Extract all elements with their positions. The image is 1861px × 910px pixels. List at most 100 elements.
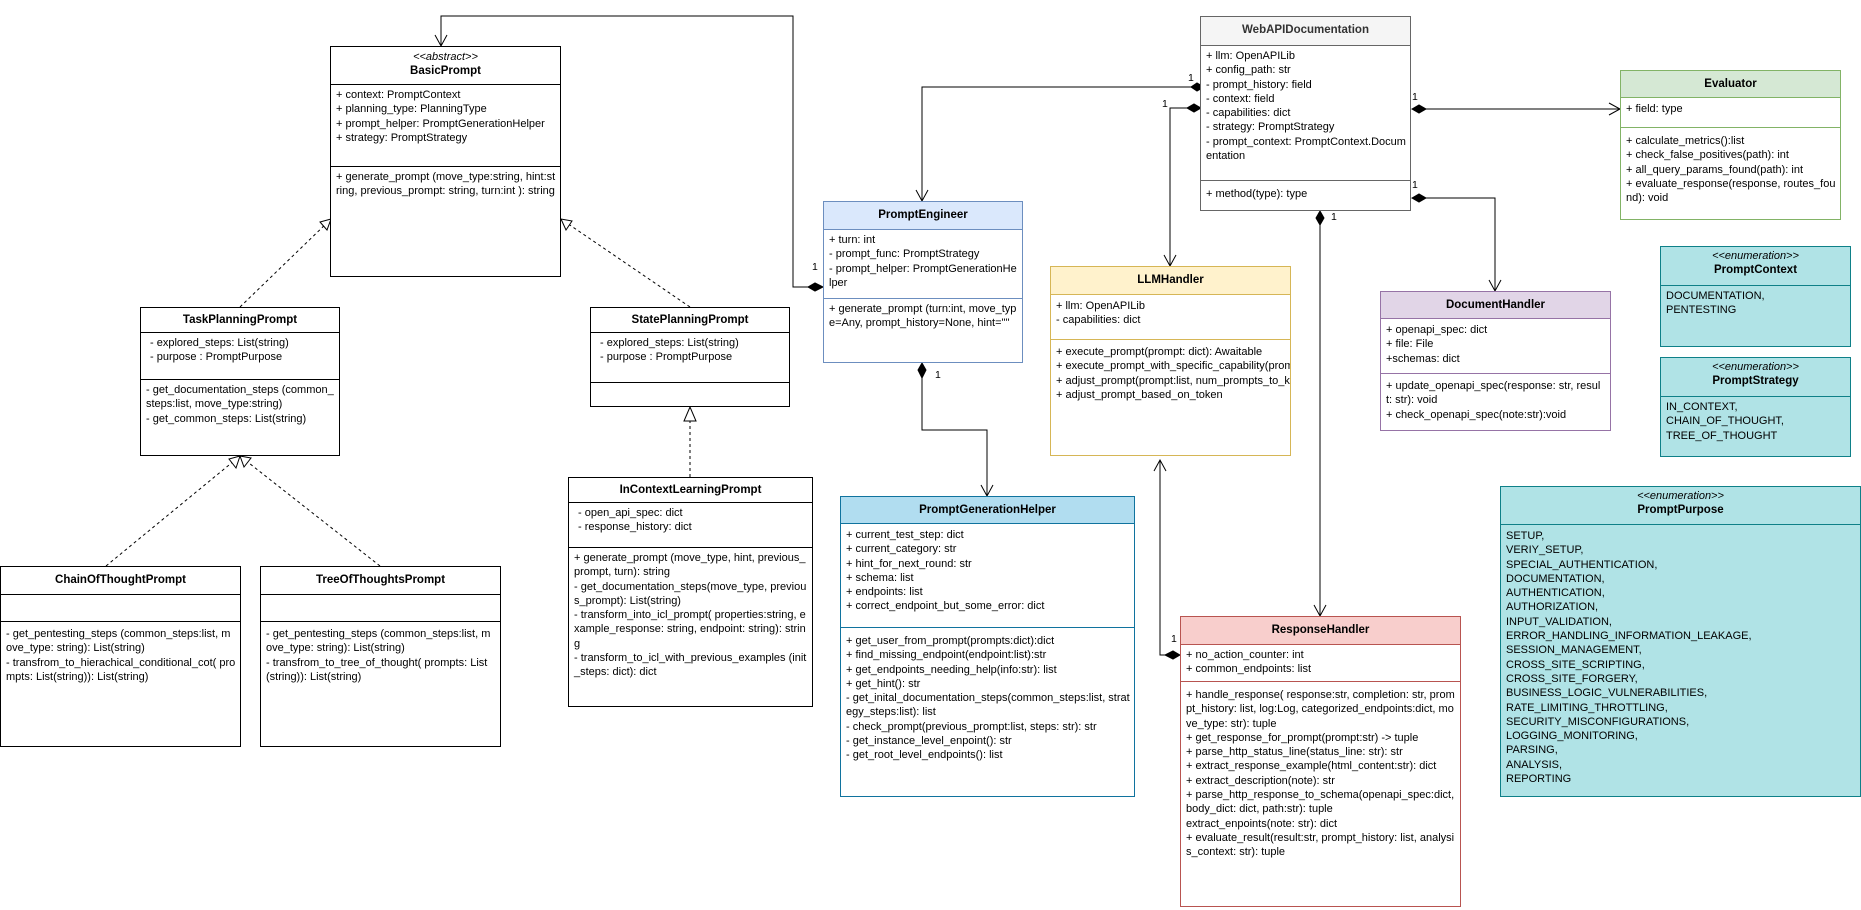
member-line: + llm: OpenAPILib xyxy=(1206,50,1295,62)
basic-prompt-attributes: + context: PromptContext + planning_type:… xyxy=(331,84,560,166)
edge-web-to-response-arrowhead xyxy=(1313,604,1327,618)
member-line: + schema: list xyxy=(846,571,914,584)
member-line: - check_prompt(previous_prompt:list, ste… xyxy=(846,720,1097,733)
member-line: TREE_OF_THOUGHT xyxy=(1666,429,1778,442)
member-line: + correct_endpoint_but_some_error: dict xyxy=(846,600,1045,613)
member-line: - prompt_func: PromptStrategy xyxy=(829,248,980,261)
multiplicity-basic-engineer: 1 xyxy=(812,261,818,273)
edge-engineer-to-helper xyxy=(921,378,988,496)
member-line: + generate_prompt (move_type:string, hin… xyxy=(336,171,556,198)
member-line: + check_false_positives(path): int xyxy=(1626,149,1789,162)
llm-handler-name: LLMHandler xyxy=(1137,274,1204,286)
member-line: + evaluate_result(result:str, prompt_his… xyxy=(1186,831,1455,859)
member-line: - transform_to_icl_with_previous_example… xyxy=(574,652,807,679)
edge-web-to-evaluator-arrowhead xyxy=(1608,102,1622,116)
member-line: + current_test_step: dict xyxy=(846,529,964,541)
multiplicity-response-llm: 1 xyxy=(1171,633,1177,645)
multiplicity-web-document: 1 xyxy=(1412,179,1418,191)
class-chain-of-thought-prompt: ChainOfThoughtPrompt - get_pentesting_st… xyxy=(0,566,241,747)
prompt-strategy-name: PromptStrategy xyxy=(1712,375,1799,388)
edge-web-to-evaluator-diamond xyxy=(1410,104,1428,114)
web-api-documentation-attributes: + llm: OpenAPILib + config_path: str- pro… xyxy=(1201,45,1410,180)
edge-tot-to-task-arrowhead xyxy=(239,455,252,469)
edge-response-to-llm-arrowhead xyxy=(1153,458,1167,472)
multiplicity-web-response: 1 xyxy=(1331,211,1337,223)
llm-handler-methods: + execute_prompt(prompt: dict): Awaitabl… xyxy=(1051,339,1290,405)
member-line: + no_action_counter: int xyxy=(1186,649,1304,661)
class-llm-handler: LLMHandler + llm: OpenAPILib- capabiliti… xyxy=(1050,266,1291,456)
member-line: - explored_steps: List(string) xyxy=(150,337,289,349)
member-line: - prompt_history: field xyxy=(1206,78,1312,91)
evaluator-methods: + calculate_metrics():list+ check_false_… xyxy=(1621,127,1840,208)
member-line: - transfrom_to_tree_of_thought( prompts:… xyxy=(266,656,488,683)
class-basic-prompt: <<abstract>> BasicPrompt + context: Prom… xyxy=(330,46,561,277)
member-line: - response_history: dict xyxy=(578,521,692,534)
member-line: LOGGING_MONITORING, xyxy=(1506,730,1638,743)
member-line: CROSS_SITE_FORGERY, xyxy=(1506,672,1638,685)
multiplicity-web-evaluator: 1 xyxy=(1412,91,1418,103)
prompt-strategy-stereotype: <<enumeration>> xyxy=(1712,361,1799,373)
prompt-context-values: DOCUMENTATION,PENTESTING xyxy=(1661,285,1850,321)
enum-prompt-context: <<enumeration>> PromptContext DOCUMENTAT… xyxy=(1660,246,1851,347)
member-line: + evaluate_response(response, routes_fou… xyxy=(1626,177,1836,205)
member-line: + extract_description(note): str xyxy=(1186,774,1335,787)
member-line: + hint_for_next_round: str xyxy=(846,557,972,570)
multiplicity-web-engineer: 1 xyxy=(1188,72,1194,84)
basic-prompt-stereotype: <<abstract>> xyxy=(413,51,478,63)
document-handler-methods: + update_openapi_spec(response: str, res… xyxy=(1381,373,1610,425)
member-line: + context: PromptContext xyxy=(336,89,461,101)
member-line: + file: File xyxy=(1386,338,1434,351)
member-line: + common_endpoints: list xyxy=(1186,663,1312,676)
response-handler-attributes: + no_action_counter: int + common_endpoin… xyxy=(1181,644,1460,681)
prompt-context-name: PromptContext xyxy=(1713,264,1798,277)
member-line: CROSS_SITE_SCRIPTING, xyxy=(1506,658,1645,671)
member-line: CHAIN_OF_THOUGHT, xyxy=(1666,415,1784,428)
edge-task-to-basic xyxy=(239,218,332,308)
member-line: - get_instance_level_enpoint(): str xyxy=(846,735,1012,748)
web-api-documentation-name: WebAPIDocumentation xyxy=(1242,24,1369,36)
edge-cot-to-task xyxy=(105,455,241,567)
member-line: + check_openapi_spec(note:str):void xyxy=(1386,408,1567,421)
response-handler-name: ResponseHandler xyxy=(1271,624,1370,636)
state-planning-prompt-name: StatePlanningPrompt xyxy=(631,314,749,326)
multiplicity-web-llm: 1 xyxy=(1162,98,1168,110)
edge-engineer-to-basic-diamond xyxy=(806,282,825,292)
member-line: SECURITY_MISCONFIGURATIONS, xyxy=(1506,715,1690,728)
class-state-planning-prompt: StatePlanningPrompt - explored_steps: Li… xyxy=(590,307,790,407)
chain-of-thought-prompt-methods: - get_pentesting_steps (common_steps:lis… xyxy=(1,621,240,687)
llm-handler-attributes: + llm: OpenAPILib- capabilities: dict xyxy=(1051,294,1290,339)
member-line: - get_inital_documentation_steps(common_… xyxy=(846,692,1130,719)
member-line: - purpose : PromptPurpose xyxy=(600,351,733,364)
member-line: + field: type xyxy=(1626,103,1683,115)
edge-engineer-to-helper-diamond xyxy=(917,361,927,380)
member-line: +schemas: dict xyxy=(1386,352,1460,365)
prompt-generation-helper-attributes: + current_test_step: dict+ current_categ… xyxy=(841,523,1134,627)
edge-response-to-llm-diamond xyxy=(1163,650,1182,660)
member-line: + prompt_helper: PromptGenerationHelper xyxy=(336,117,545,130)
state-planning-prompt-attributes: - explored_steps: List(string)- purpose … xyxy=(591,332,789,382)
web-api-documentation-methods: + method(type): type xyxy=(1201,180,1410,204)
member-line: + planning_type: PlanningType xyxy=(336,103,487,116)
in-context-learning-prompt-attributes: - open_api_spec: dict- response_history:… xyxy=(569,502,812,547)
prompt-purpose-stereotype: <<enumeration>> xyxy=(1637,490,1724,502)
basic-prompt-name: BasicPrompt xyxy=(410,65,481,78)
member-line: + llm: OpenAPILib xyxy=(1056,300,1145,312)
member-line: + all_query_params_found(path): int xyxy=(1626,163,1804,176)
member-line: + config_path: str xyxy=(1206,64,1291,77)
chain-of-thought-prompt-name: ChainOfThoughtPrompt xyxy=(55,574,186,586)
tree-of-thoughts-prompt-name: TreeOfThoughtsPrompt xyxy=(315,574,446,586)
member-line: PARSING, xyxy=(1506,744,1558,757)
member-line: + strategy: PromptStrategy xyxy=(336,131,468,144)
member-line: + endpoints: list xyxy=(846,586,923,599)
member-line: - transfrom_to_hierachical_conditional_c… xyxy=(6,656,236,683)
member-line: AUTHENTICATION, xyxy=(1506,587,1605,600)
class-prompt-generation-helper: PromptGenerationHelper + current_test_st… xyxy=(840,496,1135,797)
basic-prompt-methods: + generate_prompt (move_type:string, hin… xyxy=(331,166,560,202)
member-line: + get_hint(): str xyxy=(846,677,921,690)
member-line: + turn: int xyxy=(829,234,876,246)
class-tree-of-thoughts-prompt: TreeOfThoughtsPrompt - get_pentesting_st… xyxy=(260,566,501,747)
tree-of-thoughts-prompt-attributes xyxy=(261,594,500,621)
member-line: INPUT_VALIDATION, xyxy=(1506,615,1612,628)
edge-web-to-engineer xyxy=(921,86,1191,201)
member-line: ANALYSIS, xyxy=(1506,758,1563,771)
